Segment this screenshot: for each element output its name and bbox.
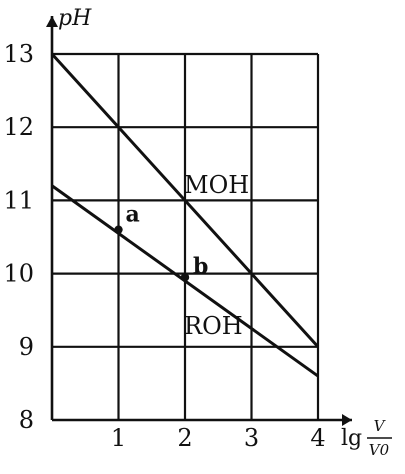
y-tick-label: 9 (19, 333, 34, 361)
moh-series-label: MOH (184, 171, 249, 199)
point-label-b: b (193, 253, 208, 279)
x-tick-label: 1 (111, 424, 126, 452)
x-tick-label: 2 (177, 424, 192, 452)
y-tick-label: 13 (3, 40, 34, 68)
y-tick-label: 10 (3, 260, 34, 288)
grid-layer (52, 52, 320, 420)
roh-series-label: ROH (184, 312, 243, 340)
x-axis-label-numerator: V (374, 417, 387, 435)
y-axis-arrow-icon (46, 16, 58, 27)
y-tick-label: 8 (19, 406, 34, 434)
y-tick-label: 11 (3, 186, 34, 214)
x-axis-label-prefix: lg (341, 426, 362, 451)
y-tick-label: 12 (3, 113, 34, 141)
moh-series-line (50, 52, 320, 348)
point-a (114, 225, 123, 234)
point-b (180, 273, 190, 282)
x-axis-label: lg V V0 (341, 417, 392, 459)
x-axis-label-denominator: V0 (369, 441, 390, 459)
axes-layer (46, 16, 352, 426)
y-axis-label: pH (58, 6, 92, 31)
point-label-a: a (126, 202, 140, 228)
x-tick-label: 3 (244, 424, 259, 452)
x-axis-arrow-icon (342, 414, 352, 426)
x-tick-label: 4 (310, 424, 325, 452)
points-layer (114, 225, 190, 282)
